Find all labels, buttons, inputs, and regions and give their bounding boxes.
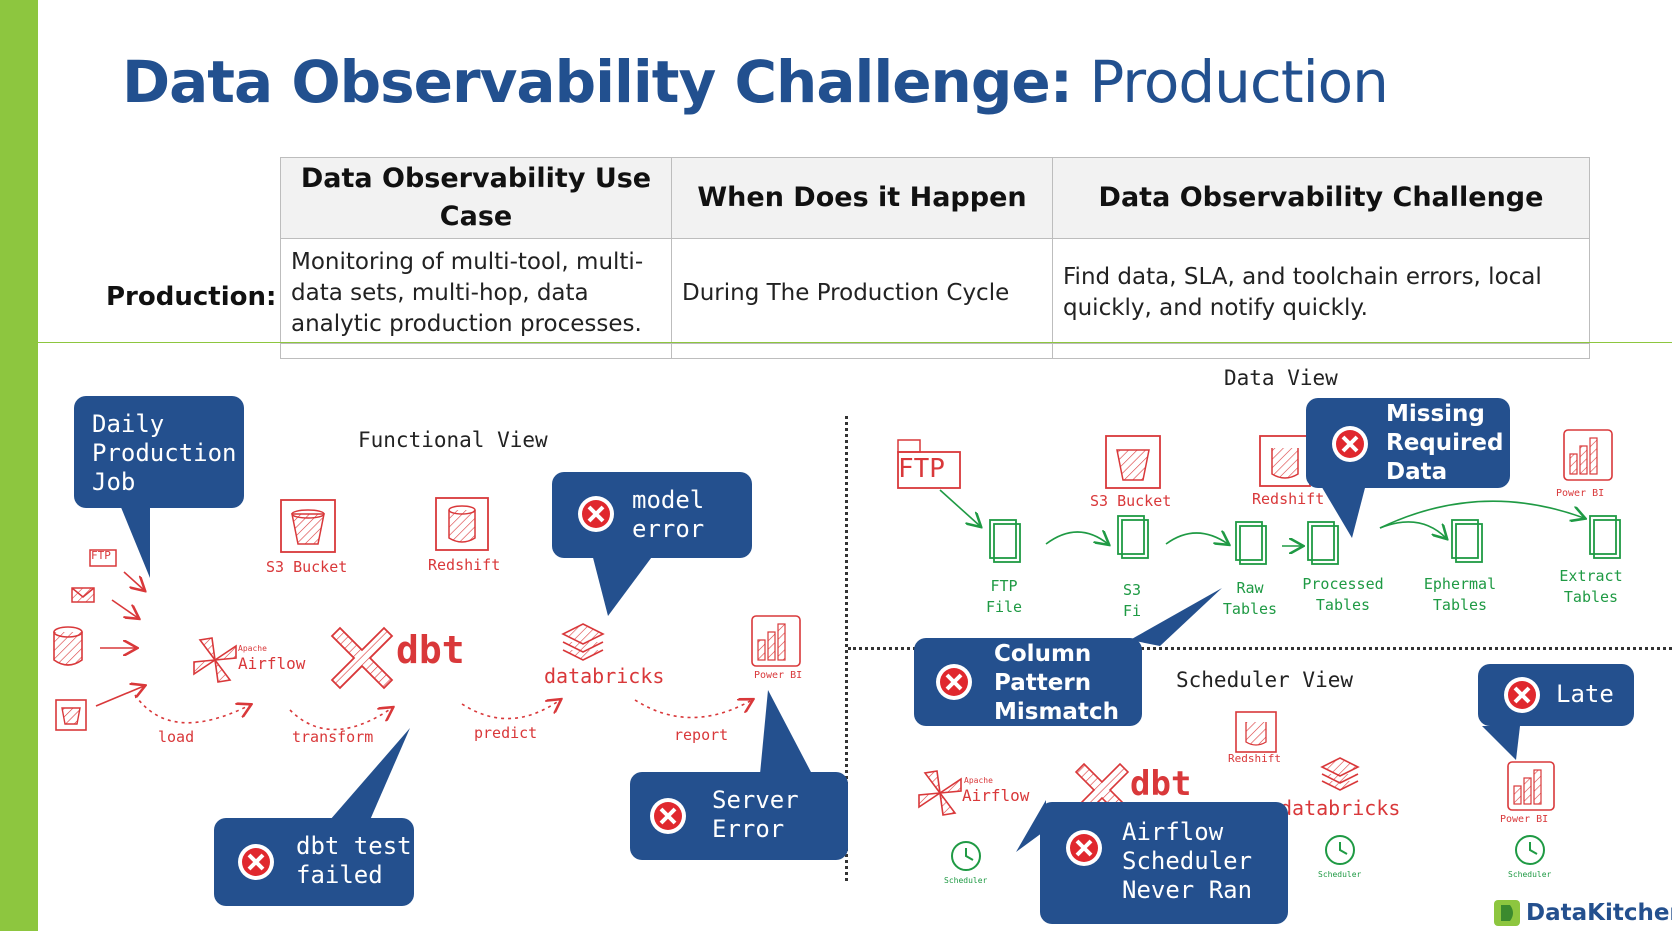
error-x-icon <box>1066 830 1102 866</box>
data-view-s3-icon <box>1105 435 1161 489</box>
use-case-table: Data Observability Use Case When Does it… <box>280 157 1590 359</box>
data-view-redshift-icon <box>1259 435 1311 487</box>
cell-challenge: Find data, SLA, and toolchain errors, lo… <box>1052 238 1590 344</box>
datakitchen-logo-icon <box>1494 900 1520 926</box>
bucket-source-icon <box>55 699 87 731</box>
step-report: report <box>674 726 729 744</box>
brand-name: DataKitchen <box>1526 900 1672 926</box>
callout-dbt-test-failed-text: dbt test failed <box>296 832 412 889</box>
callout-late: Late <box>1478 664 1634 726</box>
scheduler-clock-label-3: Scheduler <box>1508 870 1552 879</box>
callout-dbt-test-failed: dbt test failed <box>214 818 414 906</box>
callout-missing-required-data: Missing Required Data <box>1306 398 1510 488</box>
callout-server-error-text: Server Error <box>712 786 799 843</box>
callout-model-error-text: model error <box>632 486 705 543</box>
s3-bucket-label: S3 Bucket <box>266 558 348 576</box>
redshift-label: Redshift <box>428 556 501 574</box>
vertical-dotted-divider <box>845 416 848 881</box>
callout-daily-production-job-text: Daily Production Job <box>92 410 237 496</box>
section-divider <box>38 342 1672 343</box>
step-transform: transform <box>292 728 374 746</box>
ftp-source-icon <box>89 549 117 567</box>
green-flow-arrows <box>939 489 1584 546</box>
data-view-s3-label: S3 Bucket <box>1090 492 1172 510</box>
data-view-ftp-icon <box>897 439 961 489</box>
source-arrows <box>95 571 144 707</box>
callout-airflow-scheduler-never-ran: Airflow Scheduler Never Ran <box>1040 802 1288 924</box>
step-arrows <box>134 694 752 731</box>
airflow-pinwheel-icon <box>193 637 237 683</box>
databricks-stack-icon <box>561 623 605 661</box>
page-title-bold: Data Observability Challenge: <box>122 48 1073 116</box>
callout-missing-required-data-text: Missing Required Data <box>1386 401 1504 485</box>
step-predict: predict <box>474 724 538 742</box>
error-x-icon <box>650 798 686 834</box>
powerbi-icon <box>751 615 801 667</box>
callout-model-error: model error <box>552 472 752 558</box>
page-title: Data Observability Challenge: Production <box>122 48 1389 116</box>
error-x-icon <box>1332 426 1368 462</box>
page-title-light: Production <box>1089 48 1389 116</box>
horizontal-dotted-divider <box>848 647 1672 650</box>
callout-late-text: Late <box>1556 680 1614 708</box>
scheduler-redshift-label: Redshift <box>1228 752 1281 765</box>
dbt-logo-icon <box>330 626 394 690</box>
error-x-icon <box>578 496 614 532</box>
header-when: When Does it Happen <box>671 157 1053 239</box>
table-spacer-row <box>280 343 1590 359</box>
redshift-icon <box>435 497 489 551</box>
dbt-label: dbt <box>396 628 465 672</box>
callout-column-pattern-mismatch-text: Column Pattern Mismatch <box>994 641 1119 725</box>
data-view-powerbi-label: Power BI <box>1556 488 1605 499</box>
error-x-icon <box>936 664 972 700</box>
green-table-icons <box>989 515 1621 565</box>
scheduler-clock-label-2: Scheduler <box>1318 870 1362 879</box>
callout-daily-production-job: Daily Production Job <box>74 396 244 508</box>
data-view-redshift-label: Redshift <box>1252 490 1325 508</box>
ftp-source-label: FTP <box>91 549 111 562</box>
data-view-title: Data View <box>1224 366 1338 390</box>
airflow-label: Airflow <box>238 654 306 673</box>
scheduler-airflow-pinwheel-icon <box>918 770 962 816</box>
s3-bucket-icon <box>280 499 336 553</box>
scheduler-clock-icons <box>951 835 1545 871</box>
database-source-icon <box>53 626 83 666</box>
callout-server-error: Server Error <box>630 772 848 860</box>
scheduler-view-title: Scheduler View <box>1176 668 1354 692</box>
mail-source-icon <box>71 587 95 603</box>
scheduler-databricks-icon <box>1320 757 1360 791</box>
step-load: load <box>158 728 195 746</box>
functional-view-title: Functional View <box>358 428 548 452</box>
callout-tails <box>118 484 1520 852</box>
scheduler-powerbi-label: Power BI <box>1500 814 1549 825</box>
callout-airflow-scheduler-never-ran-text: Airflow Scheduler Never Ran <box>1122 818 1253 904</box>
scheduler-powerbi-icon <box>1507 761 1555 811</box>
callout-column-pattern-mismatch: Column Pattern Mismatch <box>914 638 1142 726</box>
header-use-case: Data Observability Use Case <box>280 157 672 239</box>
data-view-powerbi-icon <box>1563 429 1613 481</box>
header-challenge: Data Observability Challenge <box>1052 157 1590 239</box>
databricks-label: databricks <box>544 664 665 688</box>
scheduler-airflow-small-label: Apache <box>964 776 993 785</box>
scheduler-airflow-label: Airflow <box>962 786 1030 805</box>
error-x-icon <box>1504 677 1540 713</box>
left-accent-bar <box>0 0 38 931</box>
powerbi-label: Power BI <box>754 670 803 681</box>
scheduler-dbt-label: dbt <box>1130 764 1192 804</box>
data-view-ftp-label: FTP <box>898 454 945 484</box>
table-header-row: Data Observability Use Case When Does it… <box>280 157 1590 239</box>
table-row-label: Production: <box>106 282 277 312</box>
scheduler-databricks-label: databricks <box>1280 796 1401 820</box>
scheduler-redshift-icon <box>1235 711 1277 753</box>
error-x-icon <box>238 844 274 880</box>
airflow-small-label: Apache <box>238 644 267 653</box>
scheduler-clock-label-1: Scheduler <box>944 876 988 885</box>
